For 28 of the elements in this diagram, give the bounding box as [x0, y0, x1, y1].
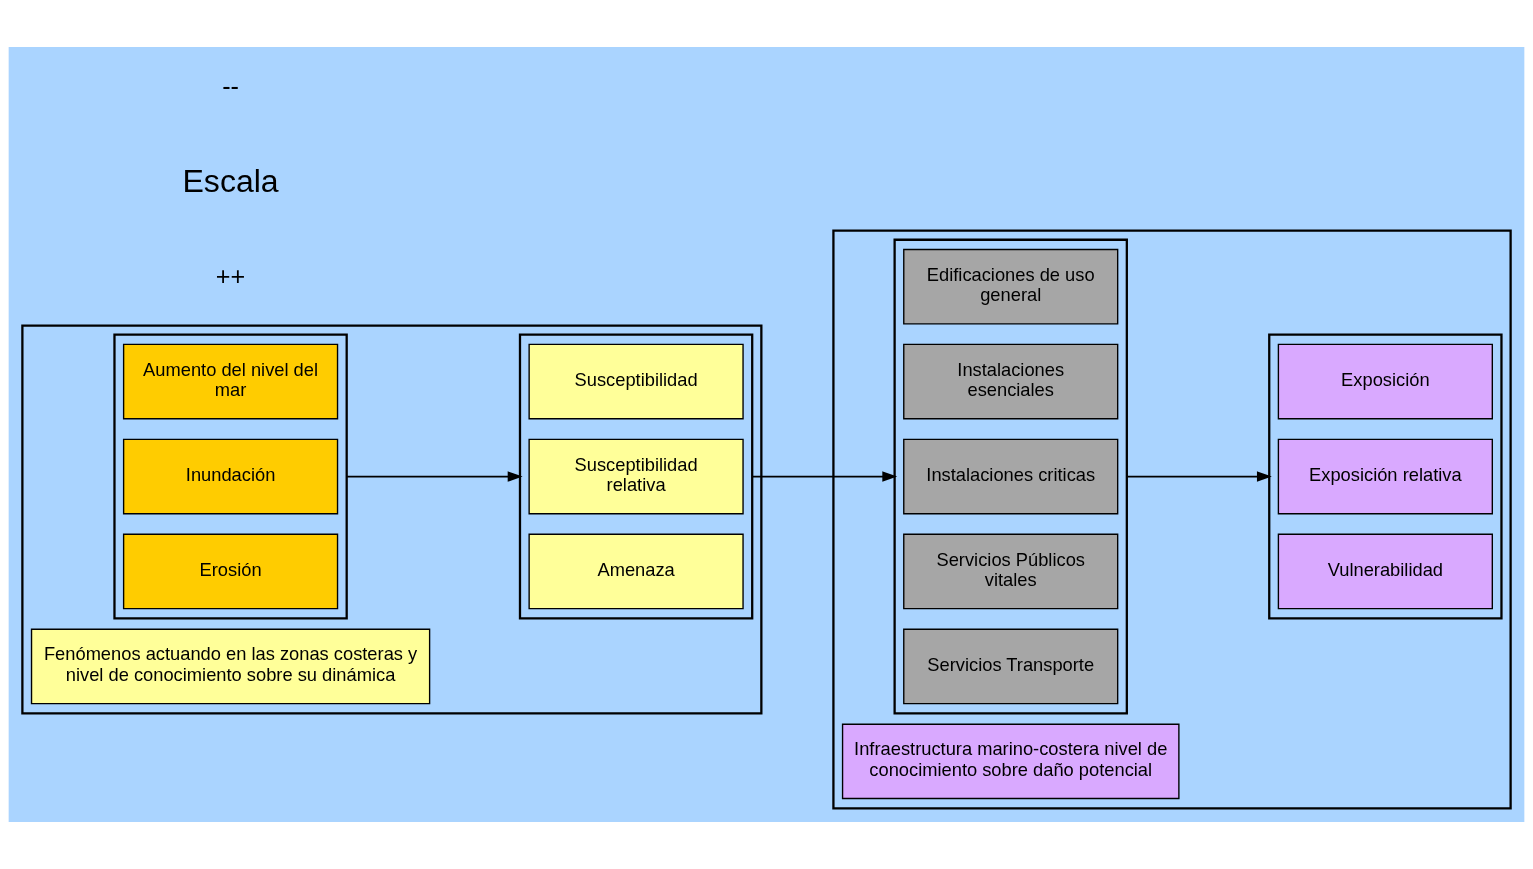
- node-box: Servicios Transporte: [903, 628, 1119, 705]
- node-box: Amenaza: [528, 533, 744, 610]
- cluster: [832, 229, 1512, 810]
- cluster: [518, 333, 754, 620]
- label: --: [222, 72, 239, 101]
- node-box: Edificaciones de uso general: [903, 248, 1119, 325]
- node-box: Servicios Públicos vitales: [903, 533, 1119, 610]
- node-box: Aumento del nivel del mar: [122, 343, 339, 420]
- cluster: [1268, 333, 1503, 620]
- cluster: [113, 333, 348, 620]
- node-box: Fenómenos actuando en las zonas costeras y nivel de conocimiento sobre su dinámica: [30, 628, 431, 705]
- node-box: Erosión: [122, 533, 339, 610]
- label: ++: [215, 262, 246, 291]
- node-box: Exposición: [1277, 343, 1493, 420]
- node-box: Vulnerabilidad: [1277, 533, 1493, 610]
- arrow: [345, 471, 523, 482]
- arrow: [751, 471, 898, 482]
- node-box: Susceptibilidad relativa: [528, 438, 744, 515]
- label: Escala: [182, 162, 279, 199]
- node-box: Infraestructura marino-costera nivel de conocimiento sobre daño potencial: [841, 723, 1180, 800]
- node-box: Exposición relativa: [1277, 438, 1493, 515]
- cluster: [893, 238, 1128, 715]
- node-box: Instalaciones criticas: [903, 438, 1119, 515]
- node-box: Instalaciones esenciales: [903, 343, 1119, 420]
- node-box: Susceptibilidad: [528, 343, 744, 420]
- node-box: Inundación: [122, 438, 339, 515]
- arrow: [1125, 471, 1272, 482]
- cluster: [21, 324, 763, 715]
